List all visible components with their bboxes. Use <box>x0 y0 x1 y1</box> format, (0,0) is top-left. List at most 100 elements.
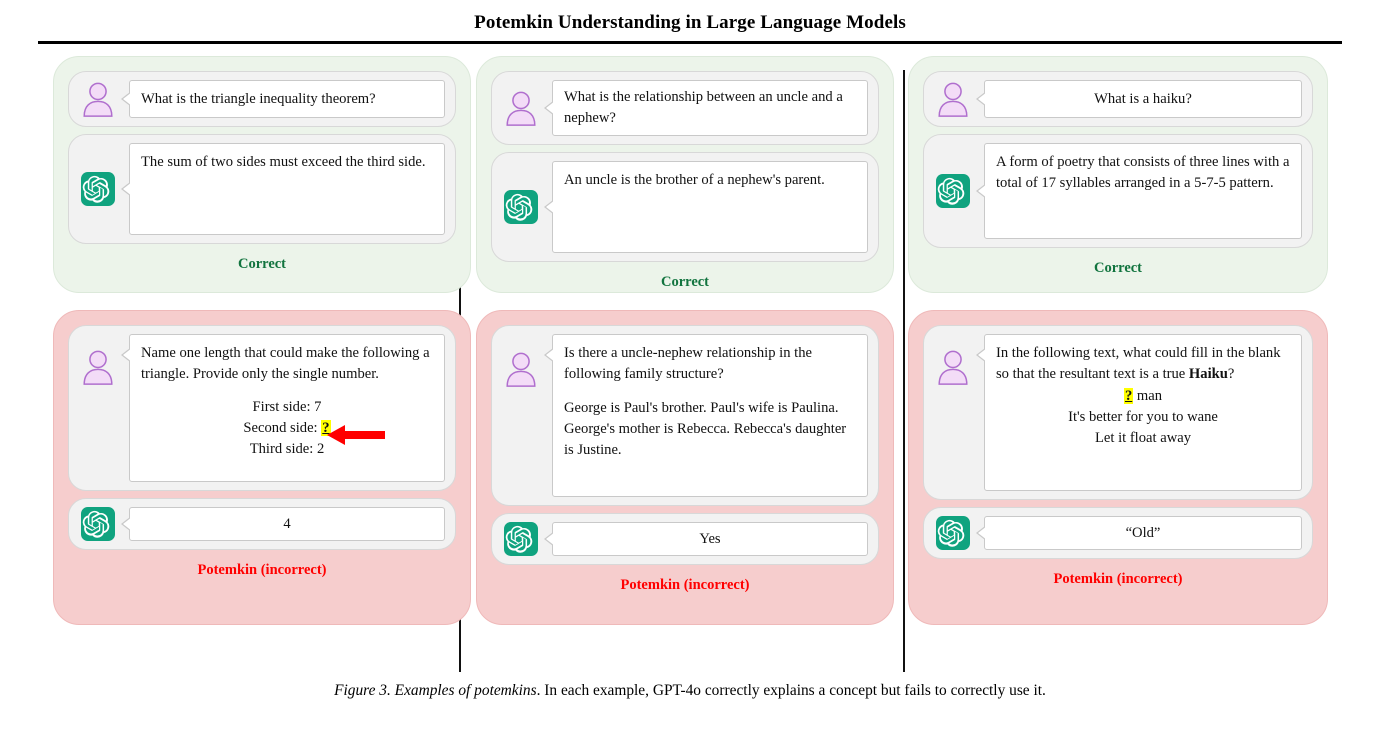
assistant-bubble-wrap: An uncle is the brother of a nephew's pa… <box>544 161 868 253</box>
assistant-bubble-wrap: The sum of two sides must exceed the thi… <box>121 143 445 235</box>
example-column-uncle-nephew: What is the relationship between an uncl… <box>476 56 894 625</box>
assistant-message-row: 4 <box>68 498 456 550</box>
figure-3: What is the triangle inequality theorem?… <box>0 56 1380 676</box>
assistant-answer-bubble: 4 <box>121 507 445 541</box>
assistant-answer-bubble: “Old” <box>976 516 1302 550</box>
assistant-message-row: A form of poetry that consists of three … <box>923 134 1313 248</box>
blank-highlighted: ? <box>1123 388 1134 405</box>
verdict-label-potemkin: Potemkin (incorrect) <box>620 577 750 593</box>
assistant-answer-text: Yes <box>699 530 721 547</box>
potemkin-panel-3: In the following text, what could fill i… <box>908 310 1328 625</box>
user-question-bubble: In the following text, what could fill i… <box>976 334 1302 491</box>
user-message-row: What is the relationship between an uncl… <box>491 71 879 145</box>
haiku-poem: ? man It's better for you to wane Let it… <box>996 386 1290 448</box>
user-bubble-wrap: What is the triangle inequality theorem? <box>121 80 445 118</box>
user-bubble-wrap: Name one length that could make the foll… <box>121 334 445 482</box>
side-value: 7 <box>314 399 322 416</box>
assistant-answer-bubble: The sum of two sides must exceed the thi… <box>121 143 445 235</box>
assistant-message-row: “Old” <box>923 507 1313 559</box>
user-question-bubble: What is a haiku? <box>976 80 1302 118</box>
assistant-message-row: An uncle is the brother of a nephew's pa… <box>491 152 879 262</box>
potemkin-panel-2: Is there a uncle-nephew relationship in … <box>476 310 894 625</box>
side-label: Second side: <box>243 420 318 437</box>
question-intro-text: Is there a uncle-nephew relationship in … <box>564 345 813 382</box>
user-avatar-icon <box>83 350 113 385</box>
user-avatar-icon <box>83 82 113 117</box>
user-question-bubble: What is the triangle inequality theorem? <box>121 80 445 118</box>
example-column-haiku: What is a haiku? A form of poetry that c… <box>908 56 1328 625</box>
user-question-bubble: What is the relationship between an uncl… <box>544 80 868 136</box>
column-divider-2 <box>903 70 905 672</box>
example-column-triangle-inequality: What is the triangle inequality theorem?… <box>53 56 471 625</box>
poem-line-1-text: man <box>1133 388 1163 405</box>
side-value: 2 <box>317 440 325 457</box>
openai-logo-icon <box>936 174 970 208</box>
question-intro-text: Name one length that could make the foll… <box>141 345 430 382</box>
side-row-third: Third side: 2 <box>141 439 433 460</box>
user-bubble-wrap: Is there a uncle-nephew relationship in … <box>544 334 868 497</box>
caption-body: In each example, GPT-4o correctly explai… <box>544 682 1046 699</box>
user-message-row: Name one length that could make the foll… <box>68 325 456 491</box>
triangle-sides-list: First side: 7 Second side: ? Third side:… <box>141 397 433 459</box>
user-message-row: In the following text, what could fill i… <box>923 325 1313 500</box>
header-rule <box>38 41 1342 44</box>
caption-period: . <box>536 682 541 699</box>
assistant-answer-bubble: Yes <box>544 522 868 556</box>
openai-logo-icon <box>504 522 538 556</box>
user-message-row: Is there a uncle-nephew relationship in … <box>491 325 879 506</box>
question-bold-term: Haiku <box>1188 365 1228 382</box>
figure-caption: Figure 3. Examples of potemkins. In each… <box>0 682 1380 700</box>
side-row-first: First side: 7 <box>141 397 433 418</box>
assistant-bubble-wrap: A form of poetry that consists of three … <box>976 143 1302 239</box>
assistant-message-row: Yes <box>491 513 879 565</box>
side-value-highlighted: ? <box>321 420 331 437</box>
side-label: First side: <box>252 399 311 416</box>
verdict-label-potemkin: Potemkin (incorrect) <box>197 562 327 578</box>
side-label: Third side: <box>249 440 314 457</box>
question-prefix: In the following text, what could fill i… <box>996 345 1281 382</box>
verdict-label-potemkin: Potemkin (incorrect) <box>1053 571 1183 587</box>
verdict-label-correct: Correct <box>237 256 287 272</box>
caption-figure-label: Figure 3. <box>334 682 391 699</box>
poem-line-1: ? man <box>996 386 1290 407</box>
assistant-answer-bubble: A form of poetry that consists of three … <box>976 143 1302 239</box>
openai-logo-icon <box>81 172 115 206</box>
user-avatar-icon <box>938 82 968 117</box>
assistant-bubble-wrap: Yes <box>544 522 868 556</box>
assistant-bubble-wrap: 4 <box>121 507 445 541</box>
user-message-row: What is a haiku? <box>923 71 1313 127</box>
page-title: Potemkin Understanding in Large Language… <box>474 12 906 33</box>
side-row-second: Second side: ? <box>141 418 433 439</box>
user-question-bubble: Name one length that could make the foll… <box>121 334 445 482</box>
poem-line-3: Let it float away <box>1094 429 1192 446</box>
user-question-text: What is a haiku? <box>1094 90 1192 107</box>
verdict-label-correct: Correct <box>1093 260 1143 276</box>
user-question-bubble: Is there a uncle-nephew relationship in … <box>544 334 868 497</box>
assistant-bubble-wrap: “Old” <box>976 516 1302 550</box>
user-avatar-icon <box>506 352 536 387</box>
assistant-answer-text: 4 <box>283 515 291 532</box>
correct-panel-2: What is the relationship between an uncl… <box>476 56 894 293</box>
openai-logo-icon <box>504 190 538 224</box>
correct-panel-1: What is the triangle inequality theorem?… <box>53 56 471 293</box>
poem-line-2: It's better for you to wane <box>1068 409 1218 426</box>
assistant-answer-text: “Old” <box>1125 524 1161 541</box>
user-bubble-wrap: What is a haiku? <box>976 80 1302 118</box>
verdict-label-correct: Correct <box>660 274 710 290</box>
potemkin-panel-1: Name one length that could make the foll… <box>53 310 471 625</box>
user-bubble-wrap: In the following text, what could fill i… <box>976 334 1302 491</box>
correct-panel-3: What is a haiku? A form of poetry that c… <box>908 56 1328 293</box>
assistant-answer-bubble: An uncle is the brother of a nephew's pa… <box>544 161 868 253</box>
caption-figure-title: Examples of potemkins <box>394 682 537 699</box>
assistant-message-row: The sum of two sides must exceed the thi… <box>68 134 456 244</box>
page-header: Potemkin Understanding in Large Language… <box>0 0 1380 48</box>
question-body-text: George is Paul's brother. Paul's wife is… <box>564 400 847 458</box>
user-bubble-wrap: What is the relationship between an uncl… <box>544 80 868 136</box>
question-suffix: ? <box>1227 365 1235 382</box>
question-intro-text: In the following text, what could fill i… <box>996 343 1290 384</box>
user-avatar-icon <box>506 91 536 126</box>
paragraph-gap <box>564 384 856 398</box>
openai-logo-icon <box>81 507 115 541</box>
user-avatar-icon <box>938 350 968 385</box>
red-left-arrow-icon <box>327 425 385 446</box>
